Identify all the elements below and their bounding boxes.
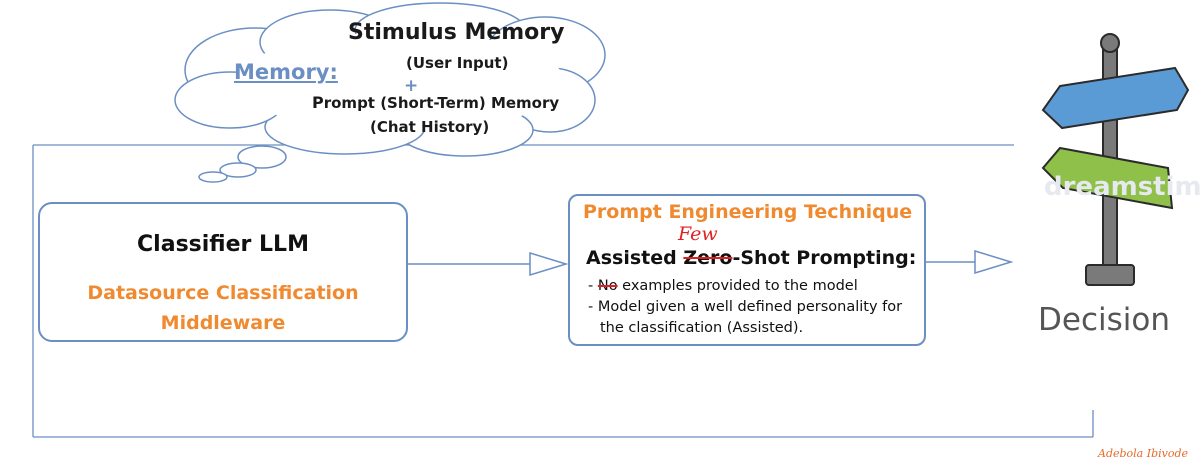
- classifier-llm-box: Classifier LLM Datasource Classification…: [38, 202, 408, 342]
- cloud-trail: [198, 145, 287, 183]
- prompt-bullets: - No examples provided to the model - Mo…: [588, 276, 923, 339]
- memory-label: Memory:: [234, 60, 338, 84]
- chat-history-label: (Chat History): [370, 118, 490, 136]
- classifier-subtitle: Datasource Classification Middleware: [40, 278, 406, 338]
- bullet-1-struck: No: [597, 278, 618, 294]
- user-input-label: (User Input): [406, 54, 509, 72]
- heading-struck: Zero: [683, 247, 733, 269]
- classifier-subtitle-line2: Middleware: [160, 312, 286, 334]
- prompt-memory-label: Prompt (Short-Term) Memory: [312, 93, 559, 112]
- bullet-1-prefix: -: [588, 278, 598, 294]
- watermark-text: dreamstime: [1044, 172, 1200, 202]
- prompt-memory-rest: rompt (Short-Term) Memory: [323, 94, 560, 112]
- cloud-shape: [174, 2, 606, 157]
- classifier-title: Classifier LLM: [137, 232, 309, 257]
- arrowhead-2: [974, 249, 1014, 275]
- correction-few: Few: [678, 223, 718, 245]
- signpost-icon: [1041, 33, 1190, 286]
- prompting-heading: Assisted Zero-Shot Prompting:: [586, 247, 916, 269]
- author-credit: Adebola Ibivode: [1098, 447, 1189, 460]
- prompt-memory-prefix: P: [312, 93, 324, 112]
- plus-sign: +: [404, 76, 419, 96]
- bullet-1-rest: examples provided to the model: [617, 278, 858, 294]
- arrowhead-1: [529, 251, 569, 277]
- heading-after: -Shot Prompting:: [732, 247, 917, 269]
- bullet-2: - Model given a well defined personality…: [588, 299, 903, 336]
- decision-label: Decision: [1038, 302, 1170, 338]
- classifier-subtitle-line1: Datasource Classification: [87, 282, 359, 304]
- prompt-box-title: Prompt Engineering Technique: [583, 201, 913, 223]
- stimulus-memory-title: Stimulus Memory: [348, 20, 565, 45]
- prompt-engineering-box: Prompt Engineering Technique Few Assiste…: [568, 194, 926, 346]
- heading-before: Assisted: [586, 247, 684, 269]
- bullet-1: - No examples provided to the model: [588, 276, 923, 297]
